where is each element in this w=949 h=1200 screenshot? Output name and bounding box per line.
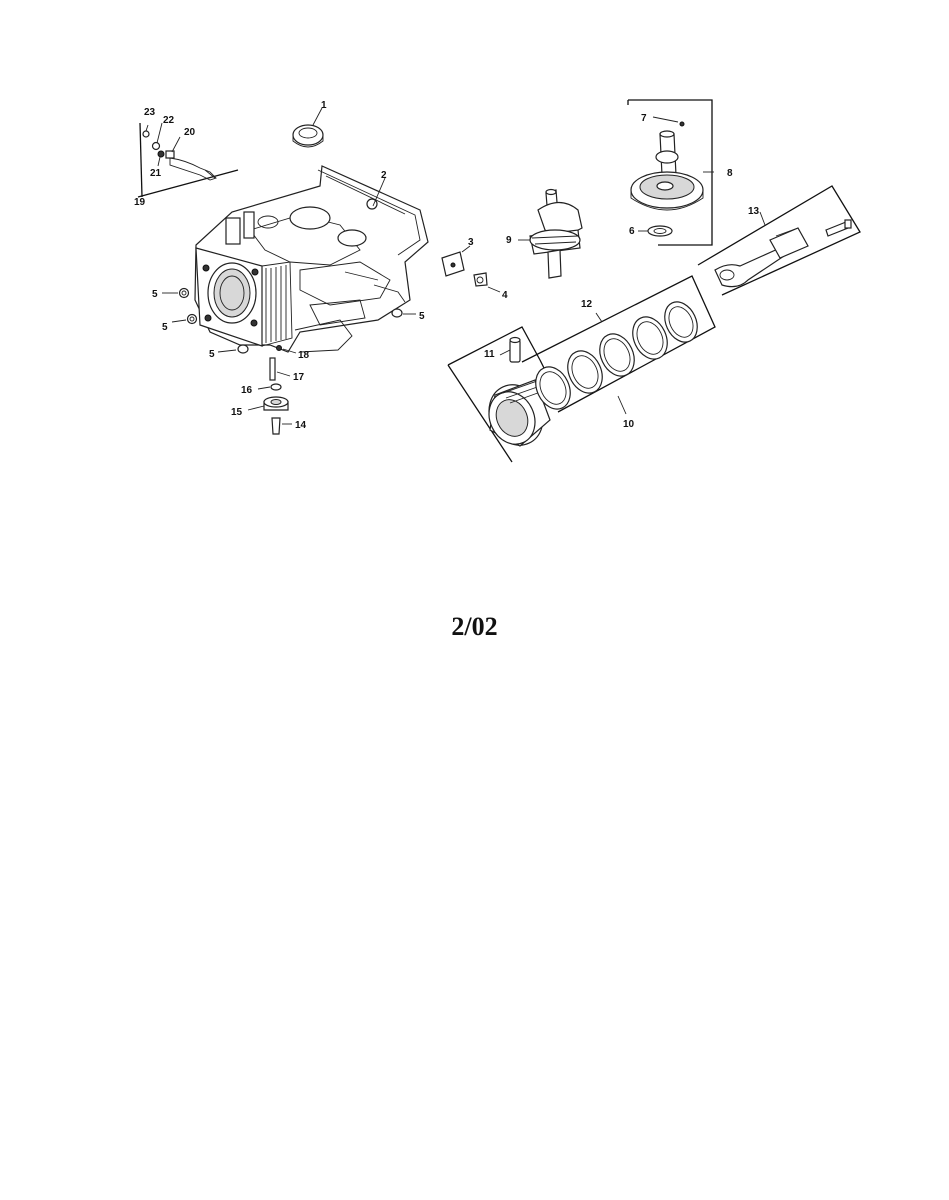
callout-5c: 5 [209, 349, 215, 360]
connecting-rod-group [697, 185, 861, 296]
camshaft-group [627, 99, 714, 246]
callout-10: 10 [623, 419, 635, 430]
callout-15: 15 [231, 407, 243, 418]
page-date-code: 2/02 [451, 612, 498, 641]
callout-18: 18 [298, 350, 310, 361]
callout-14: 14 [295, 420, 307, 431]
callout-3: 3 [468, 237, 474, 248]
callout-2: 2 [381, 170, 387, 181]
callout-20: 20 [184, 127, 196, 138]
callout-16: 16 [241, 385, 253, 396]
callout-1: 1 [321, 100, 327, 111]
callout-12: 12 [581, 299, 593, 310]
callout-7: 7 [641, 113, 647, 124]
callout-8: 8 [727, 168, 733, 179]
callout-13: 13 [748, 206, 760, 217]
callout-11: 11 [484, 349, 495, 360]
callout-9: 9 [506, 235, 512, 246]
callout-6: 6 [629, 226, 635, 237]
piston-rings-group [521, 275, 716, 415]
governor-gear-assembly [247, 345, 297, 435]
callout-19: 19 [134, 197, 146, 208]
crankshaft-part [518, 188, 583, 279]
callout-22: 22 [163, 115, 175, 126]
callout-17: 17 [293, 372, 305, 383]
piston-group [447, 326, 551, 463]
callout-4: 4 [502, 290, 508, 301]
bracket-and-nut [441, 245, 501, 293]
oil-seal-part [292, 107, 324, 148]
breather-assembly [137, 122, 239, 198]
callout-23: 23 [144, 107, 156, 118]
expansion-plugs [162, 287, 416, 354]
callout-5a: 5 [152, 289, 158, 300]
callout-21: 21 [150, 168, 162, 179]
crankcase-block [194, 165, 429, 353]
callout-5b: 5 [162, 322, 168, 333]
callout-5d: 5 [419, 311, 425, 322]
callout-labels: 1 2 3 4 5 5 5 5 6 7 8 9 10 11 12 13 14 1… [134, 100, 760, 431]
